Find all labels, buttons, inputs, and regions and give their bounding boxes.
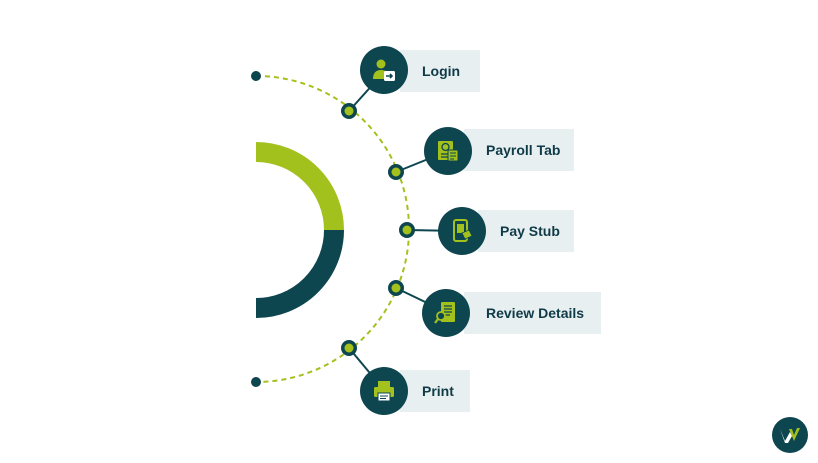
node-review-details — [388, 280, 404, 296]
brand-logo — [772, 417, 808, 453]
step-payroll-tab-circle — [424, 127, 472, 175]
user-login-icon — [373, 59, 395, 81]
node-pay-stub — [399, 222, 415, 238]
step-print-label: Print — [422, 383, 454, 399]
ring-teal-segment — [255, 229, 344, 318]
step-login-label: Login — [422, 63, 461, 79]
step-print-circle — [360, 367, 408, 415]
step-payroll-tab-label-box: Payroll Tab — [464, 129, 574, 171]
printer-icon — [374, 381, 394, 402]
step-print-label-box: Print — [400, 370, 470, 412]
review-document-icon — [434, 302, 455, 324]
mobile-payment-icon — [453, 219, 473, 242]
node-print — [341, 340, 357, 356]
payroll-document-icon — [438, 141, 459, 162]
ring-lime-segment — [255, 142, 344, 231]
step-review-details-circle — [422, 289, 470, 337]
step-pay-stub-label-box: Pay Stub — [478, 210, 574, 252]
dashed-timeline-arc — [255, 75, 410, 383]
step-payroll-tab-label: Payroll Tab — [486, 142, 561, 158]
brand-logo-icon — [780, 428, 800, 443]
node-payroll-tab — [388, 164, 404, 180]
node-login — [341, 103, 357, 119]
step-login-label-box: Login — [400, 50, 480, 92]
step-review-details-label: Review Details — [486, 305, 585, 321]
arc-end-dot — [251, 377, 261, 387]
step-review-details-label-box: Review Details — [464, 292, 601, 334]
step-pay-stub-label: Pay Stub — [500, 223, 560, 239]
step-pay-stub-circle — [438, 207, 486, 255]
step-login-circle — [360, 46, 408, 94]
arc-start-dot — [251, 71, 261, 81]
